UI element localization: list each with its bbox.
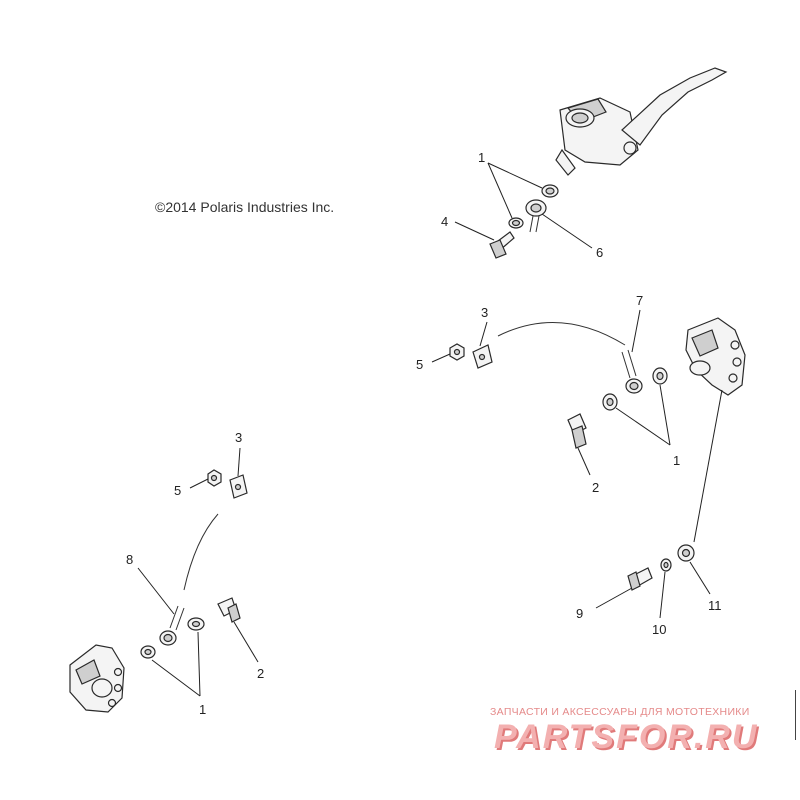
hose-clip-left [229, 474, 248, 499]
banjo-fitting-left [159, 605, 185, 646]
callout-6: 6 [596, 245, 603, 260]
callout-10: 10 [652, 622, 666, 637]
banjo-bolt-right [567, 413, 587, 449]
hose-clip-right [472, 344, 493, 369]
banjo-bolt-left [217, 597, 241, 623]
bleeder-washers-right [660, 544, 695, 572]
callout-1-left: 1 [199, 702, 206, 717]
callout-2-left: 2 [257, 666, 264, 681]
callout-8: 8 [126, 552, 133, 567]
copyright-notice: ©2014 Polaris Industries Inc. [155, 199, 335, 215]
leaders-left [137, 447, 259, 697]
brake-hose-right [497, 321, 626, 346]
edge-divider [795, 690, 796, 740]
callout-5-right: 5 [416, 357, 423, 372]
callout-7: 7 [636, 293, 643, 308]
callout-11: 11 [708, 598, 722, 613]
callout-1-top: 1 [478, 150, 485, 165]
brake-hose-left [183, 513, 219, 591]
nut-left [207, 469, 222, 487]
callout-5-left: 5 [174, 483, 181, 498]
callout-2-right: 2 [592, 480, 599, 495]
watermark-logo: PARTSFOR.RU [494, 718, 759, 756]
callout-4-top: 4 [441, 214, 448, 229]
callout-1-right: 1 [673, 453, 680, 468]
banjo-bolt-top [489, 231, 515, 259]
nut-right [449, 343, 465, 361]
left-brake-caliper [69, 644, 125, 713]
washers-right [602, 367, 668, 411]
leaders-right [431, 309, 723, 619]
callout-3-left: 3 [235, 430, 242, 445]
watermark-tagline: ЗАПЧАСТИ И АКСЕССУАРЫ ДЛЯ МОТОТЕХНИКИ [490, 706, 750, 718]
leaders-top [454, 162, 593, 249]
top-washers [508, 184, 559, 229]
washers-left [140, 617, 205, 659]
right-brake-caliper [685, 317, 746, 396]
callout-3-right: 3 [481, 305, 488, 320]
callout-labels: 1 4 6 3 7 5 2 1 9 10 11 3 5 8 2 1 [126, 150, 722, 717]
banjo-fitting-right [621, 349, 643, 394]
master-cylinder-lever [555, 67, 728, 176]
callout-9: 9 [576, 606, 583, 621]
bleeder-bolt-right [627, 567, 653, 591]
banjo-fitting-top [525, 199, 547, 233]
